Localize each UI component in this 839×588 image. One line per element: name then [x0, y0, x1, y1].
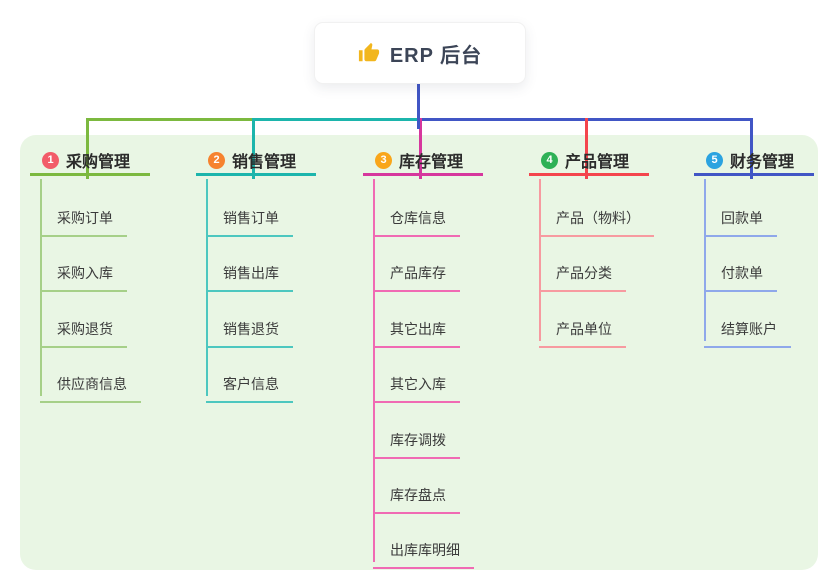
branch-drop-line-5	[750, 118, 753, 179]
leaf-node[interactable]: 采购订单	[40, 198, 127, 237]
branch-trunk-line-1	[40, 179, 42, 397]
branches-panel	[20, 135, 818, 570]
branch-label-4: 产品管理	[565, 154, 630, 171]
leaf-node[interactable]: 销售订单	[206, 198, 293, 237]
leaf-node[interactable]: 产品（物料）	[539, 198, 654, 237]
root-connector-line	[417, 82, 420, 129]
leaf-node[interactable]: 采购退货	[40, 309, 127, 348]
leaf-node[interactable]: 产品分类	[539, 253, 626, 293]
branch-header-2[interactable]: 2 销售管理	[196, 147, 316, 176]
leaf-node[interactable]: 供应商信息	[40, 364, 141, 404]
leaf-node[interactable]: 销售出库	[206, 253, 293, 293]
leaf-node[interactable]: 采购入库	[40, 253, 127, 293]
connector-bus-segment-2	[252, 118, 417, 121]
branch-badge-2: 2	[208, 151, 225, 169]
branch-label-2: 销售管理	[232, 154, 297, 171]
branch-header-4[interactable]: 4 产品管理	[529, 147, 649, 176]
root-title: ERP 后台	[389, 44, 483, 67]
branch-header-1[interactable]: 1 采购管理	[30, 147, 150, 176]
branch-label-5: 财务管理	[730, 154, 795, 171]
branch-trunk-line-3	[373, 179, 375, 563]
leaf-node[interactable]: 其它出库	[373, 309, 460, 348]
branch-label-1: 采购管理	[66, 154, 131, 171]
leaf-node[interactable]: 付款单	[704, 253, 777, 293]
leaf-node[interactable]: 产品库存	[373, 253, 460, 293]
branch-trunk-line-2	[206, 179, 208, 397]
leaf-node[interactable]: 结算账户	[704, 309, 791, 348]
branch-trunk-line-4	[539, 179, 541, 341]
branch-badge-1: 1	[42, 151, 59, 169]
leaf-node[interactable]: 销售退货	[206, 309, 293, 348]
leaf-node[interactable]: 其它入库	[373, 364, 460, 404]
branch-drop-line-4	[585, 118, 588, 179]
branch-trunk-line-5	[704, 179, 706, 341]
branch-drop-line-1	[86, 118, 89, 179]
leaf-node[interactable]: 仓库信息	[373, 198, 460, 237]
leaf-node[interactable]: 出库库明细	[373, 530, 474, 570]
branch-drop-line-2	[252, 118, 255, 179]
thumbs-up-icon	[358, 42, 379, 62]
branch-badge-4: 4	[541, 151, 558, 169]
root-node[interactable]: ERP 后台	[314, 22, 526, 84]
branch-badge-5: 5	[706, 151, 723, 169]
branch-header-5[interactable]: 5 财务管理	[694, 147, 814, 176]
leaf-node[interactable]: 库存盘点	[373, 475, 460, 514]
branch-header-3[interactable]: 3 库存管理	[363, 147, 483, 176]
branch-badge-3: 3	[375, 151, 392, 169]
branch-label-3: 库存管理	[399, 154, 464, 171]
branch-drop-line-3	[419, 118, 422, 179]
leaf-node[interactable]: 回款单	[704, 198, 777, 237]
leaf-node[interactable]: 库存调拨	[373, 420, 460, 459]
leaf-node[interactable]: 客户信息	[206, 364, 293, 404]
leaf-node[interactable]: 产品单位	[539, 309, 626, 348]
connector-bus-segment-1	[86, 118, 252, 121]
